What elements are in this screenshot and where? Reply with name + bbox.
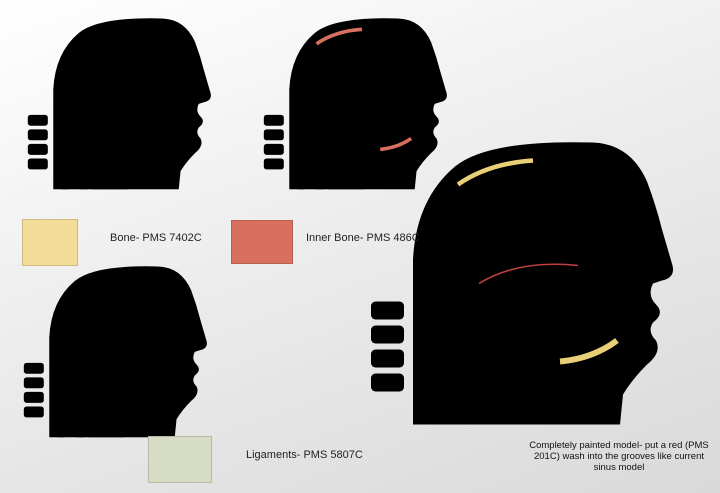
head-section-inner-bone: .f2 .outer{fill:#f0ddb2;stroke:#6b5a3c;s…: [262, 14, 462, 192]
head-section-ligaments: .f3 .outer{fill:#f0ddb2;stroke:#6b5a3c;s…: [22, 262, 222, 440]
bone-swatch: [22, 219, 78, 266]
head-section-painted: .f4 .outer{fill:#f2c2a8;stroke:#7a4a3a;s…: [368, 132, 698, 432]
painted-model-caption: Completely painted model- put a red (PMS…: [529, 440, 709, 473]
inner-bone-label: Inner Bone- PMS 486C: [306, 232, 420, 244]
head-section-inner-bone-illustration: .f2 .outer{fill:#f0ddb2;stroke:#6b5a3c;s…: [262, 14, 462, 192]
ligaments-swatch: [148, 436, 212, 483]
head-section-bone-illustration: .f1 .outer{fill:#f0ddb2;stroke:#6b5a3c;s…: [26, 14, 226, 192]
bone-label: Bone- PMS 7402C: [110, 232, 202, 244]
head-section-ligaments-illustration: .f3 .outer{fill:#f0ddb2;stroke:#6b5a3c;s…: [22, 262, 222, 440]
head-section-bone: .f1 .outer{fill:#f0ddb2;stroke:#6b5a3c;s…: [26, 14, 226, 192]
inner-bone-swatch: [231, 220, 293, 264]
head-section-painted-illustration: .f4 .outer{fill:#f2c2a8;stroke:#7a4a3a;s…: [368, 132, 698, 432]
ligaments-label: Ligaments- PMS 5807C: [246, 449, 363, 461]
